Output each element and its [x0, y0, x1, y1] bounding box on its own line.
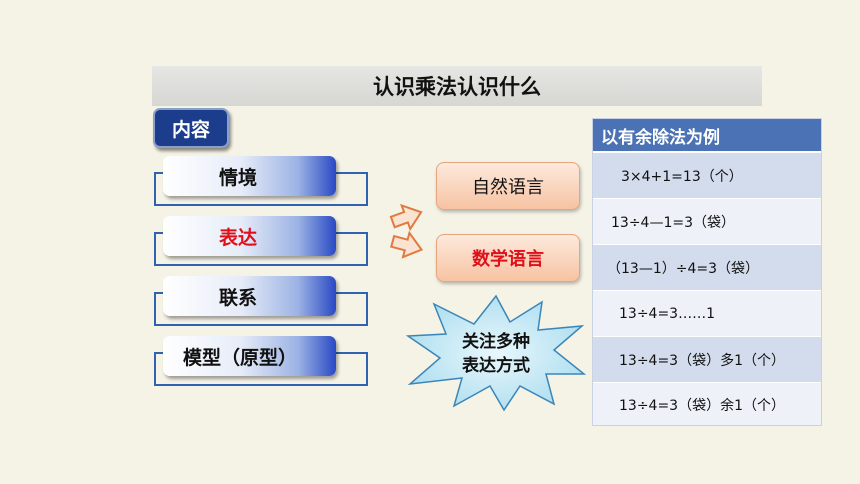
- arrow-icon: [390, 230, 424, 259]
- category-model[interactable]: 模型（原型）: [163, 336, 336, 376]
- starburst-line-1: 关注多种: [462, 332, 530, 352]
- example-table: 以有余除法为例 3×4+1=13（个） 13÷4—1=3（袋） （13—1）÷4…: [592, 118, 822, 426]
- table-row: 13÷4=3……1: [593, 291, 821, 337]
- starburst-line-2: 表达方式: [462, 356, 530, 376]
- table-row: 13÷4=3（袋）余1（个）: [593, 383, 821, 425]
- table-row: 13÷4=3（袋）多1（个）: [593, 337, 821, 383]
- category-expression[interactable]: 表达: [163, 216, 336, 256]
- arrow-icon: [389, 203, 423, 231]
- natural-language-box[interactable]: 自然语言: [436, 162, 580, 210]
- page-title: 认识乘法认识什么: [152, 66, 762, 106]
- table-row: 13÷4—1=3（袋）: [593, 199, 821, 245]
- math-language-box[interactable]: 数学语言: [436, 234, 580, 282]
- category-connection[interactable]: 联系: [163, 276, 336, 316]
- starburst-shape: [405, 294, 587, 412]
- table-row: 3×4+1=13（个）: [593, 153, 821, 199]
- category-scenario[interactable]: 情境: [163, 156, 336, 196]
- table-row: （13—1）÷4=3（袋）: [593, 245, 821, 291]
- content-badge: 内容: [153, 108, 229, 148]
- starburst-text: 关注多种 表达方式: [440, 330, 552, 378]
- example-table-header: 以有余除法为例: [593, 119, 821, 153]
